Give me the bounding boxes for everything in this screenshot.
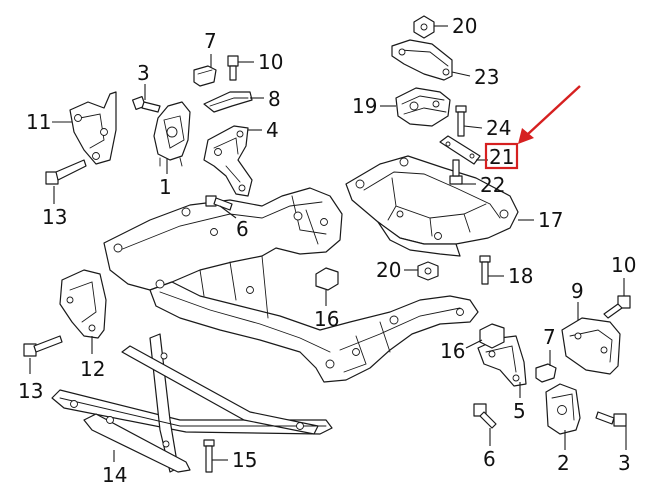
engine-mount-right [545,383,581,435]
callout-3: 3 [137,61,150,85]
highlight-21 [484,85,581,170]
bolt-13-lower [23,335,63,357]
engine-bracket-9 [561,317,621,375]
callout-13: 13 [42,205,67,229]
bolt-13-top [45,159,87,185]
callout-6: 6 [236,217,249,241]
callout-10: 10 [258,50,283,74]
transmission-bracket-23 [391,39,453,81]
cap-7-right [535,363,557,383]
bolt-3-left [131,95,161,113]
callout-16: 16 [314,307,339,331]
nut-20-top [413,15,435,39]
highlight-arrow [527,85,581,135]
transmission-mount-19 [395,87,451,127]
callout-15: 15 [232,448,257,472]
bolt-10-top [227,55,239,81]
callout-10: 10 [611,253,636,277]
cross-brace [51,333,333,473]
callout-24: 24 [486,116,511,140]
callout-23: 23 [474,65,499,89]
callout-22: 22 [480,173,505,197]
callout-14: 14 [102,463,127,487]
bump-stop-16-center [315,267,339,291]
callout-18: 18 [508,264,533,288]
callout-12: 12 [80,357,105,381]
callout-7: 7 [543,325,556,349]
plate-21 [439,135,481,165]
callout-21: 21 [489,145,514,169]
callout-11: 11 [26,110,51,134]
highlight-box [484,142,519,170]
callout-3: 3 [618,451,631,475]
callout-2: 2 [557,451,570,475]
callout-7: 7 [204,29,217,53]
bolt-6-center [205,195,233,211]
engine-bracket-12 [59,269,107,339]
cap-7-top [193,65,217,87]
bolt-18 [479,255,491,285]
front-subframe [103,187,479,383]
callout-4: 4 [266,118,279,142]
engine-bracket-5 [477,335,527,387]
callout-labels: 1 2 3 3 4 5 6 6 7 7 8 9 10 10 11 12 13 1… [18,14,636,487]
bolt-10-right [603,295,631,319]
callout-19: 19 [352,94,377,118]
heat-shield-8 [203,91,253,113]
transmission-crossmember [345,155,519,257]
callout-20: 20 [452,14,477,38]
bolt-22 [449,159,463,185]
nut-20-lower [417,261,439,281]
bolt-15 [203,439,215,473]
engine-bracket-4 [203,125,253,197]
bolt-6-right [473,403,497,429]
callout-6: 6 [483,447,496,471]
highlight-arrowhead [518,128,534,144]
bolt-3-right [595,411,627,427]
bolt-24 [455,105,467,137]
callout-17: 17 [538,208,563,232]
callout-1: 1 [159,175,172,199]
engine-mount-left [153,101,191,167]
callout-9: 9 [571,279,584,303]
callout-8: 8 [268,87,281,111]
callout-16: 16 [440,339,465,363]
bump-stop-16-right [479,323,505,349]
callout-20: 20 [376,258,401,282]
callout-13: 13 [18,379,43,403]
engine-bracket-left [69,91,117,165]
callout-5: 5 [513,399,526,423]
leader-lines [29,25,627,462]
